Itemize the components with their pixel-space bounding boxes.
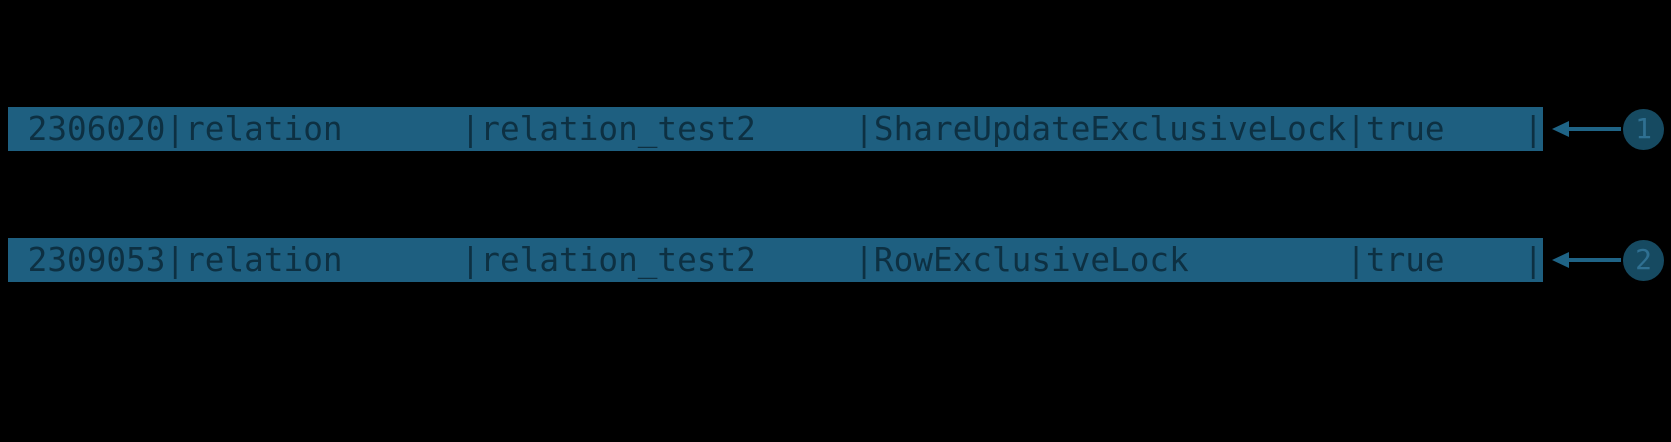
arrow-left-icon [1552,121,1622,137]
lock-table-row-1: 2306020|relation |relation_test2 |ShareU… [8,107,1665,151]
callout-badge-1: 1 [1623,108,1665,150]
callout-number: 1 [1635,112,1652,145]
arrow-left-icon [1552,252,1622,268]
lock-table-row-2: 2309053|relation |relation_test2 |RowExc… [8,238,1665,282]
callout-badge-2: 2 [1623,239,1665,281]
callout-number: 2 [1635,243,1652,276]
lock-row-text-2: 2309053|relation |relation_test2 |RowExc… [8,238,1544,282]
lock-row-text-1: 2306020|relation |relation_test2 |ShareU… [8,107,1544,151]
